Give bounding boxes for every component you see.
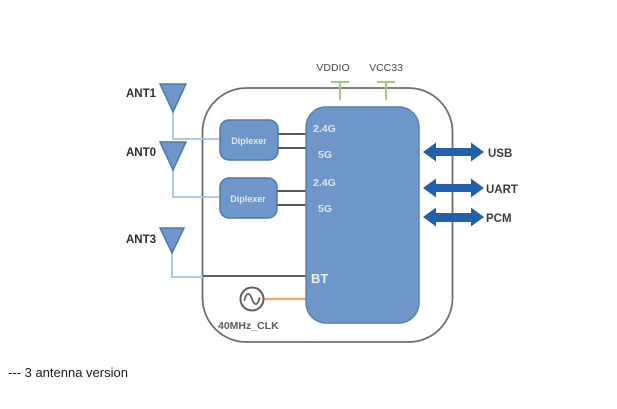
caption-text: --- 3 antenna version xyxy=(8,365,128,380)
ant1-wire xyxy=(172,110,220,140)
uart-label: UART xyxy=(486,184,518,196)
pcm-arrow-icon xyxy=(423,207,484,227)
chip-bt-label: BT xyxy=(311,271,328,286)
vcc33-label: VCC33 xyxy=(369,62,403,74)
diplexer2-label: Diplexer xyxy=(230,194,266,204)
chip-port-label: 5G xyxy=(318,203,332,215)
vddio-label: VDDIO xyxy=(316,62,349,74)
ant1-label: ANT1 xyxy=(126,88,157,100)
chip-port-label: 2.4G xyxy=(313,123,336,135)
uart-arrow-icon xyxy=(423,178,484,198)
vcc33-pin-icon xyxy=(377,80,395,100)
pcm-label: PCM xyxy=(486,213,512,225)
ant3-label: ANT3 xyxy=(126,234,156,246)
ant0-antenna-icon xyxy=(158,141,188,172)
ant0-label: ANT0 xyxy=(126,147,156,159)
vddio-pin-icon xyxy=(331,80,349,100)
clock-label: 40MHz_CLK xyxy=(218,320,279,332)
chip-port-label: 2.4G xyxy=(313,177,336,189)
usb-arrow-icon xyxy=(423,142,484,162)
ant3-antenna-icon xyxy=(158,227,186,255)
usb-label: USB xyxy=(488,148,512,160)
ant1-antenna-icon xyxy=(158,83,188,114)
diplexer1-block: Diplexer xyxy=(219,119,279,161)
ant3-wire xyxy=(171,251,204,278)
chip-block: 2.4G 5G 2.4G 5G BT xyxy=(305,106,420,324)
diplexer1-label: Diplexer xyxy=(231,136,267,146)
ant0-wire xyxy=(172,168,220,198)
diplexer2-block: Diplexer xyxy=(219,177,278,219)
chip-port-label: 5G xyxy=(318,149,332,161)
oscillator-icon xyxy=(239,286,265,312)
